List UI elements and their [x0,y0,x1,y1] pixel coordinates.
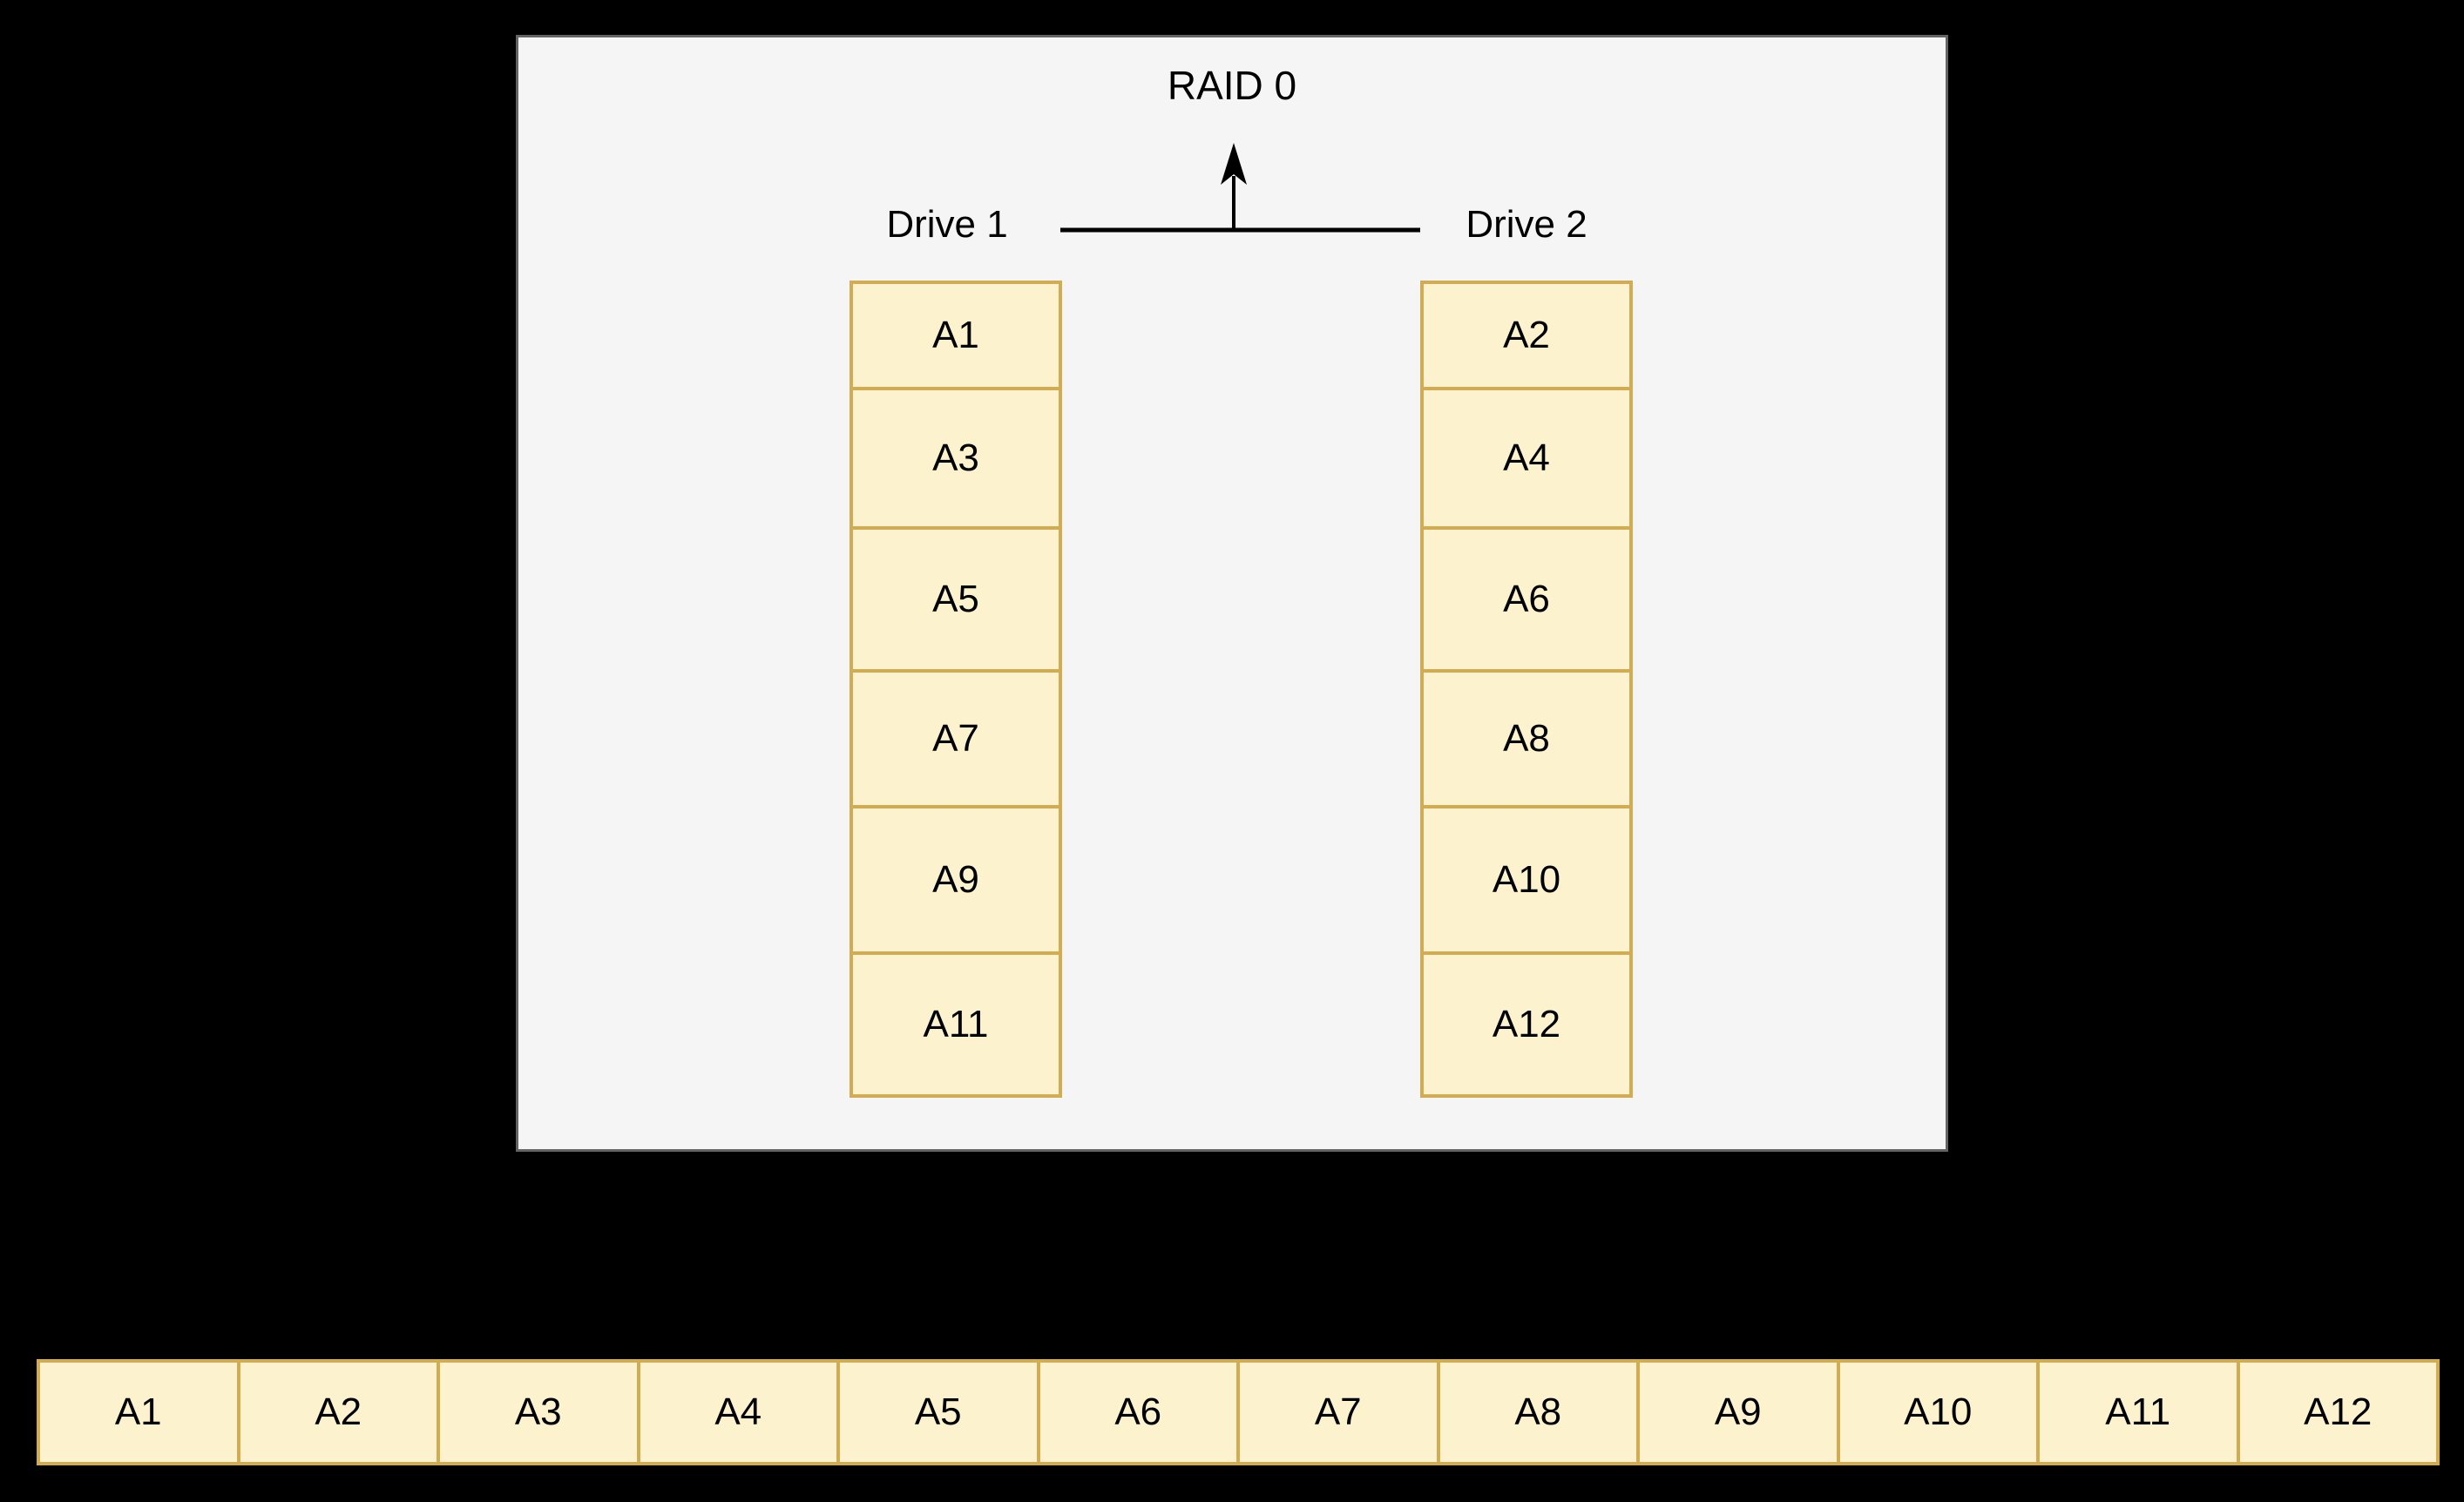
drive1-block: A7 [853,669,1059,805]
drive1-block: A9 [853,805,1059,951]
drive2-block: A10 [1424,805,1629,951]
stripe-cell: A8 [1436,1363,1636,1462]
up-arrow-icon [1060,143,1420,233]
drive2-block: A8 [1424,669,1629,805]
drive2-block: A6 [1424,526,1629,669]
stripe-cell: A12 [2236,1363,2436,1462]
stripe-cell: A7 [1236,1363,1437,1462]
stripe-cell: A6 [1036,1363,1236,1462]
stripe-cell: A5 [836,1363,1037,1462]
drive1-block: A3 [853,387,1059,526]
stripe-cell: A10 [1836,1363,2036,1462]
stripe-cell: A1 [40,1363,237,1462]
drive2-label: Drive 2 [1466,203,1587,246]
stripe-cell: A2 [236,1363,437,1462]
drive1-label: Drive 1 [886,203,1008,246]
drive1-block: A1 [853,284,1059,387]
page-title: RAID 0 [1167,63,1297,108]
arrow-head [1221,143,1247,185]
drive1-block: A11 [853,951,1059,1094]
drive2-block: A2 [1424,284,1629,387]
drive2-block: A4 [1424,387,1629,526]
stripe-cell: A11 [2036,1363,2237,1462]
drive1-block: A5 [853,526,1059,669]
stripe-cell: A3 [437,1363,637,1462]
drive2-block: A12 [1424,951,1629,1094]
stripe-cell: A9 [1636,1363,1837,1462]
stripe-cell: A4 [636,1363,836,1462]
